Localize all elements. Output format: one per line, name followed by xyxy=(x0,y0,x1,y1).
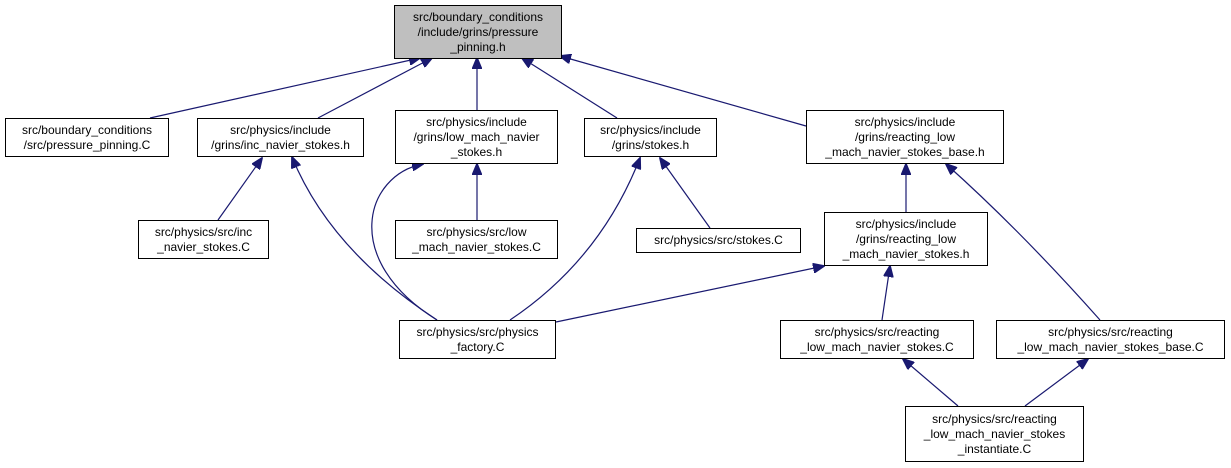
edge-reacting_instantiate_c-to-reacting_c xyxy=(903,359,959,407)
edge-reacting_instantiate_c-to-reacting_base_c xyxy=(1024,359,1088,407)
node-label-line: src/physics/include xyxy=(855,216,957,231)
edge-stokes_c-to-stokes_h xyxy=(660,158,711,229)
node-label-line: src/physics/src/physics xyxy=(416,324,539,339)
node-label-line: _factory.C xyxy=(450,339,505,354)
node-label-line: src/physics/src/inc xyxy=(154,224,253,239)
node-label-line: src/boundary_conditions xyxy=(412,9,544,24)
node-label-line: _low_mach_navier_stokes xyxy=(923,426,1066,441)
node-physics-factory-c[interactable]: src/physics/src/physics _factory.C xyxy=(399,320,556,359)
node-label-line: _low_mach_navier_stokes.C xyxy=(800,339,954,354)
node-label-line: _mach_navier_stokes.h xyxy=(842,246,970,261)
node-label-line: /grins/reacting_low xyxy=(855,231,957,246)
node-label-line: src/physics/src/stokes.C xyxy=(654,233,783,247)
node-stokes-c[interactable]: src/physics/src/stokes.C xyxy=(636,228,801,253)
node-label-line: src/physics/src/reacting xyxy=(814,324,940,339)
node-reacting-h[interactable]: src/physics/include /grins/reacting_low … xyxy=(824,212,988,266)
node-bc-pressure-c[interactable]: src/boundary_conditions /src/pressure_pi… xyxy=(5,118,169,157)
node-label-line: src/physics/src/reacting xyxy=(1048,324,1173,339)
node-label-line: /grins/inc_navier_stokes.h xyxy=(211,137,350,152)
node-label-line: src/physics/include xyxy=(426,114,527,129)
edge-bc_pressure_c-to-root xyxy=(149,58,420,119)
node-reacting-instantiate-c[interactable]: src/physics/src/reacting _low_mach_navie… xyxy=(905,406,1084,462)
node-label-line: _low_mach_navier_stokes_base.C xyxy=(1017,339,1204,354)
node-inc-ns-h[interactable]: src/physics/include /grins/inc_navier_st… xyxy=(197,118,364,157)
node-label-line: /src/pressure_pinning.C xyxy=(23,137,151,152)
node-low-mach-h[interactable]: src/physics/include /grins/low_mach_navi… xyxy=(395,110,558,164)
node-label-line: _instantiate.C xyxy=(957,441,1032,456)
node-label-line: src/physics/include xyxy=(230,122,331,137)
edge-reacting_c-to-reacting_h xyxy=(881,266,890,321)
edge-reacting_base_h-to-root xyxy=(560,56,807,127)
node-label-line: _mach_navier_stokes.C xyxy=(412,239,541,254)
node-label-line: _stokes.h xyxy=(450,144,503,159)
node-label-line: /grins/stokes.h xyxy=(611,137,690,152)
edge-stokes_h-to-root xyxy=(522,58,618,119)
node-reacting-base-h[interactable]: src/physics/include /grins/reacting_low … xyxy=(806,110,1004,164)
node-reacting-c[interactable]: src/physics/src/reacting _low_mach_navie… xyxy=(780,320,974,359)
node-label-line: _navier_stokes.C xyxy=(157,239,250,254)
edge-reacting_base_c-to-reacting_base_h xyxy=(946,164,1101,321)
node-inc-ns-c[interactable]: src/physics/src/inc _navier_stokes.C xyxy=(138,220,269,259)
node-label-line: /grins/reacting_low xyxy=(854,129,956,144)
edge-inc_ns_c-to-inc_ns_h xyxy=(217,158,262,221)
edge-physics_factory_c-to-stokes_h xyxy=(509,158,640,321)
node-root: src/boundary_conditions /include/grins/p… xyxy=(394,5,562,59)
node-reacting-base-c[interactable]: src/physics/src/reacting _low_mach_navie… xyxy=(996,320,1225,359)
node-label-line: src/physics/src/reacting xyxy=(932,411,1057,426)
node-label-line: src/physics/include xyxy=(854,114,956,129)
node-label-line: /grins/low_mach_navier xyxy=(413,129,540,144)
node-low-mach-c[interactable]: src/physics/src/low _mach_navier_stokes.… xyxy=(395,220,558,259)
node-stokes-h[interactable]: src/physics/include /grins/stokes.h xyxy=(584,118,717,157)
node-label-line: src/physics/include xyxy=(600,122,701,137)
node-label-line: src/physics/src/low xyxy=(426,224,527,239)
edge-physics_factory_c-to-low_mach_h xyxy=(371,164,438,321)
edge-inc_ns_h-to-root xyxy=(317,58,432,119)
node-label-line: /include/grins/pressure xyxy=(417,24,539,39)
node-label-line: _mach_navier_stokes_base.h xyxy=(825,144,985,159)
node-label-line: src/boundary_conditions xyxy=(21,122,153,137)
node-label-line: _pinning.h xyxy=(450,39,506,54)
edge-physics_factory_c-to-reacting_h xyxy=(555,266,824,323)
